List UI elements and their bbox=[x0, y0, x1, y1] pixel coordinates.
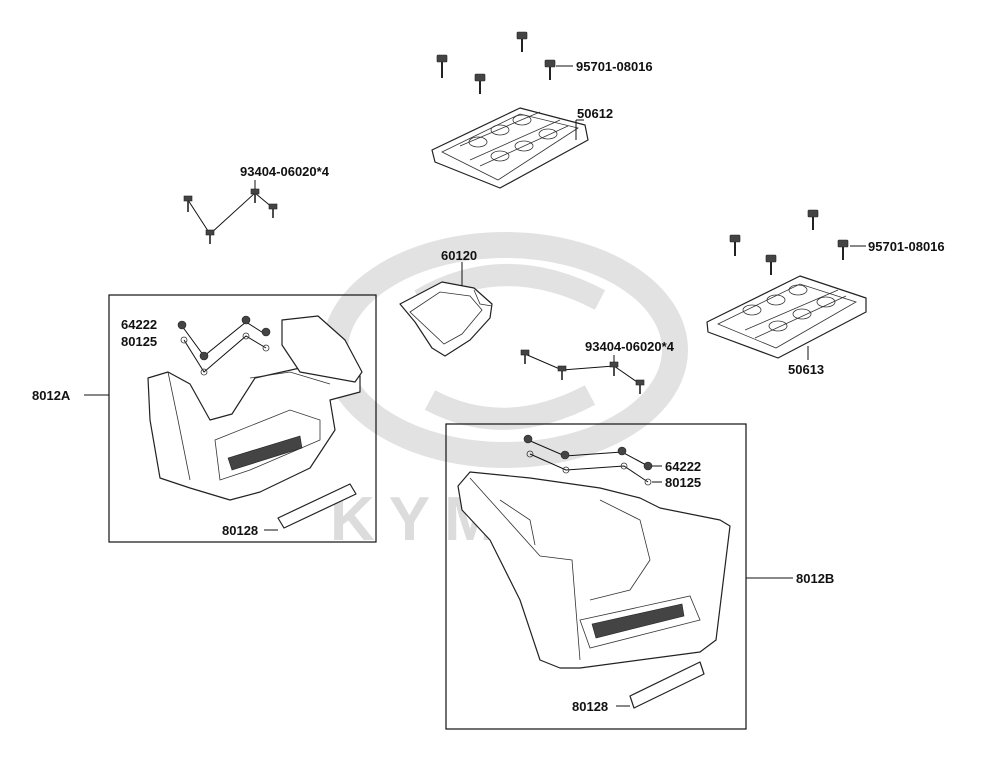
screws-left bbox=[183, 188, 278, 244]
label-mat-a: 80128 bbox=[222, 523, 258, 538]
fasteners-8012b bbox=[523, 434, 653, 486]
label-rack-right: 50613 bbox=[788, 362, 824, 377]
box-8012a bbox=[108, 294, 377, 543]
rack-50612 bbox=[431, 107, 589, 189]
box-8012b bbox=[445, 423, 747, 730]
label-bolt-top: 95701-08016 bbox=[576, 59, 653, 74]
mat-80128-b bbox=[629, 661, 705, 709]
label-screws-center: 93404-06020*4 bbox=[585, 339, 675, 354]
label-nut-a: 80125 bbox=[121, 334, 157, 349]
bolts-right bbox=[729, 209, 849, 275]
label-screws-left: 93404-06020*4 bbox=[240, 164, 330, 179]
mat-80128-a bbox=[277, 483, 357, 529]
rack-50613 bbox=[706, 275, 867, 359]
label-rack-top: 50612 bbox=[577, 106, 613, 121]
label-mat-b: 80128 bbox=[572, 699, 608, 714]
label-grommet-a: 64222 bbox=[121, 317, 157, 332]
guard-60120 bbox=[399, 281, 493, 357]
fender-8012a bbox=[147, 315, 363, 501]
label-center-guard: 60120 bbox=[441, 248, 477, 263]
fender-8012b bbox=[457, 471, 731, 669]
label-fender-right: 8012B bbox=[796, 571, 834, 586]
fasteners-8012a bbox=[177, 315, 271, 376]
label-nut-b: 80125 bbox=[665, 475, 701, 490]
leader-lines bbox=[84, 65, 866, 707]
screws-center bbox=[520, 349, 645, 394]
label-bolt-right: 95701-08016 bbox=[868, 239, 945, 254]
bolts-top bbox=[436, 31, 556, 94]
label-grommet-b: 64222 bbox=[665, 459, 701, 474]
label-fender-left: 8012A bbox=[32, 388, 71, 403]
